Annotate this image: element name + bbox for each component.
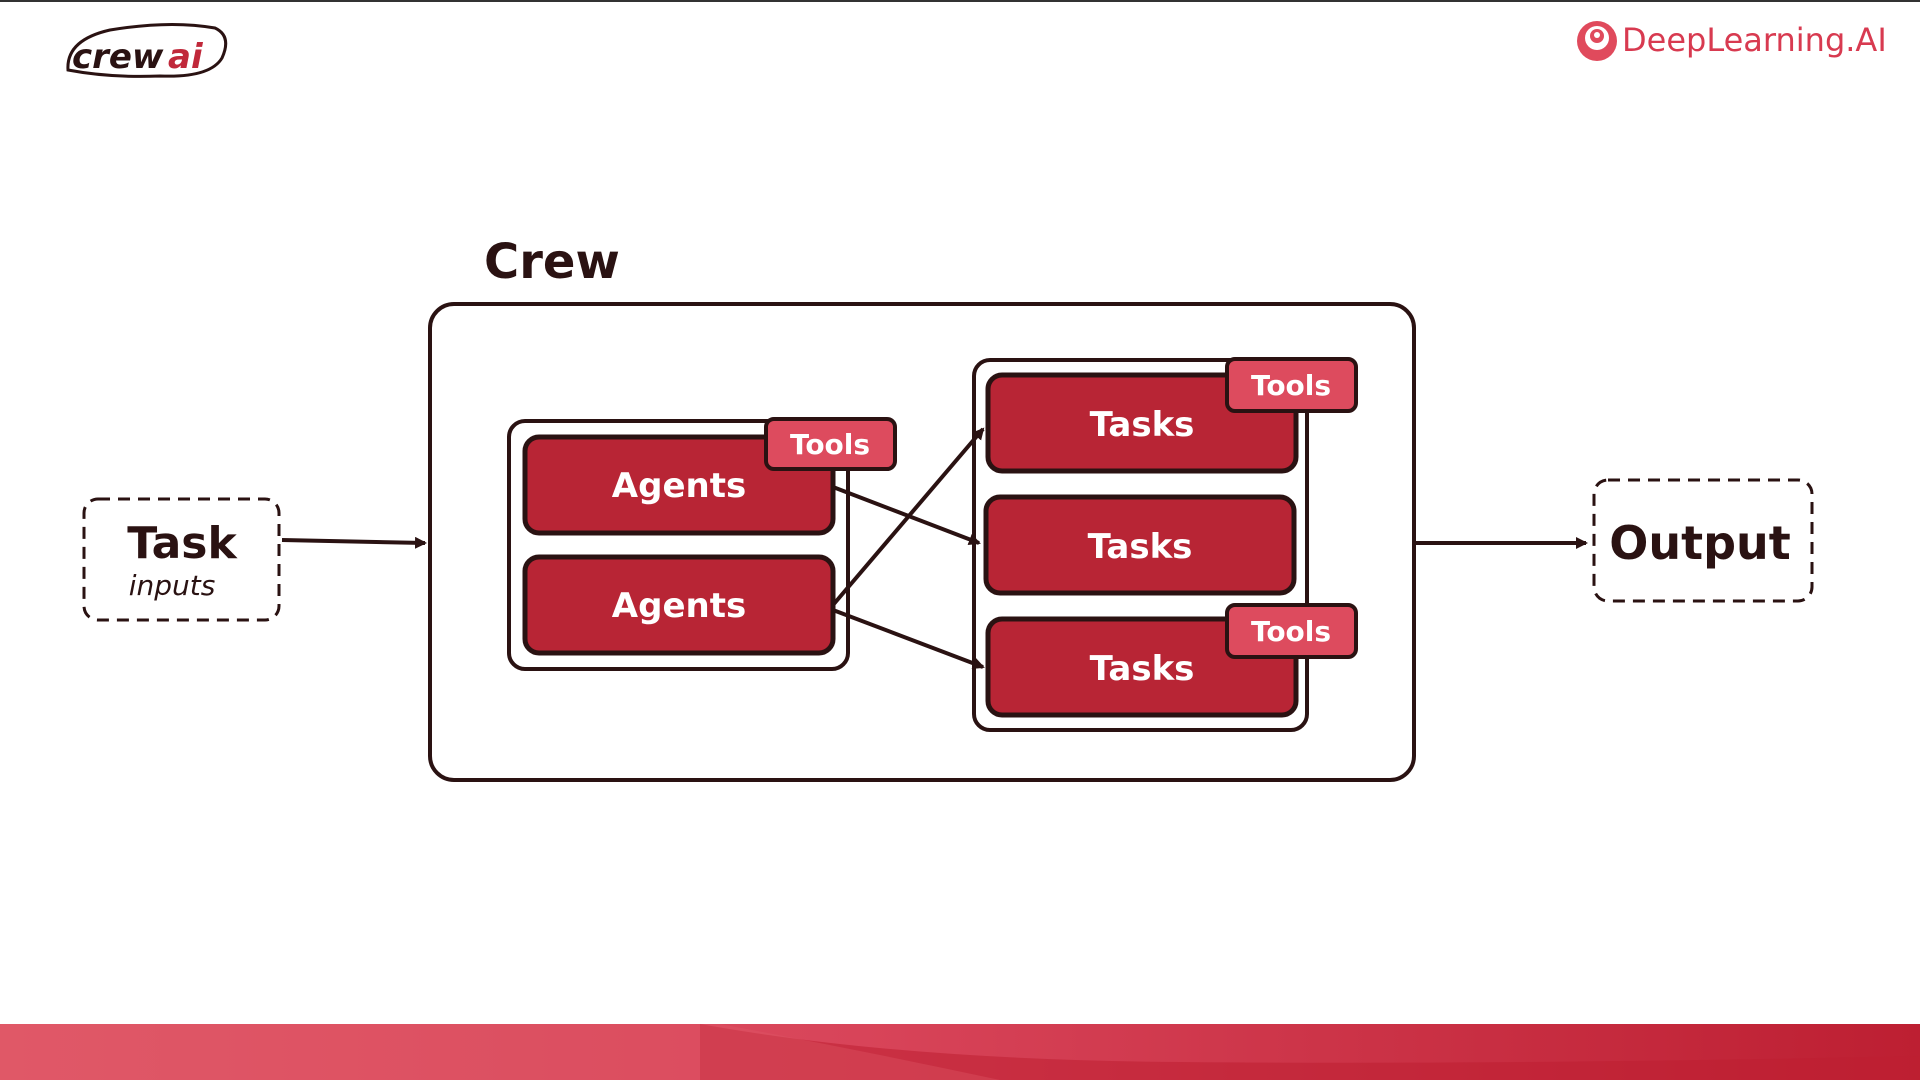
task-label: Tasks (1090, 405, 1195, 445)
task-tools-badge: Tools (1225, 603, 1358, 659)
bottom-banner (0, 1024, 1920, 1080)
agent-box: Agents (522, 434, 836, 536)
deeplearning-ai-icon (1577, 21, 1617, 61)
agent-task-arrow (831, 427, 985, 607)
agent-box: Agents (522, 554, 836, 656)
task-title: Task (127, 518, 238, 569)
output-box: Output (1592, 478, 1814, 603)
top-border (0, 0, 1920, 2)
tools-label: Tools (1251, 615, 1331, 648)
tools-label: Tools (790, 428, 870, 461)
task-box: Tasks (985, 372, 1299, 474)
task-label: Tasks (1090, 649, 1195, 689)
task-label: Tasks (1088, 527, 1193, 567)
agent-tools-badge: Tools (764, 417, 897, 471)
output-title: Output (1609, 516, 1791, 570)
task-inputs-box: Task inputs (82, 497, 281, 622)
input-arrow (281, 536, 427, 549)
crewai-logo: crew ai (66, 22, 228, 78)
deeplearning-ai-logo: DeepLearning.AI (1577, 21, 1887, 61)
deeplearning-ai-wordmark: DeepLearning.AI (1622, 21, 1887, 59)
tools-label: Tools (1251, 369, 1331, 402)
task-box: Tasks (983, 494, 1297, 596)
crew-label: Crew (484, 234, 620, 290)
svg-text:crew: crew (72, 37, 164, 77)
svg-text:ai: ai (168, 37, 204, 77)
agent-label: Agents (612, 586, 746, 626)
task-box: Tasks (985, 616, 1299, 718)
task-tools-badge: Tools (1225, 357, 1358, 413)
agent-label: Agents (612, 466, 746, 506)
agent-task-arrow (832, 608, 985, 670)
agent-task-arrow (832, 485, 981, 546)
task-subtitle: inputs (129, 569, 216, 602)
